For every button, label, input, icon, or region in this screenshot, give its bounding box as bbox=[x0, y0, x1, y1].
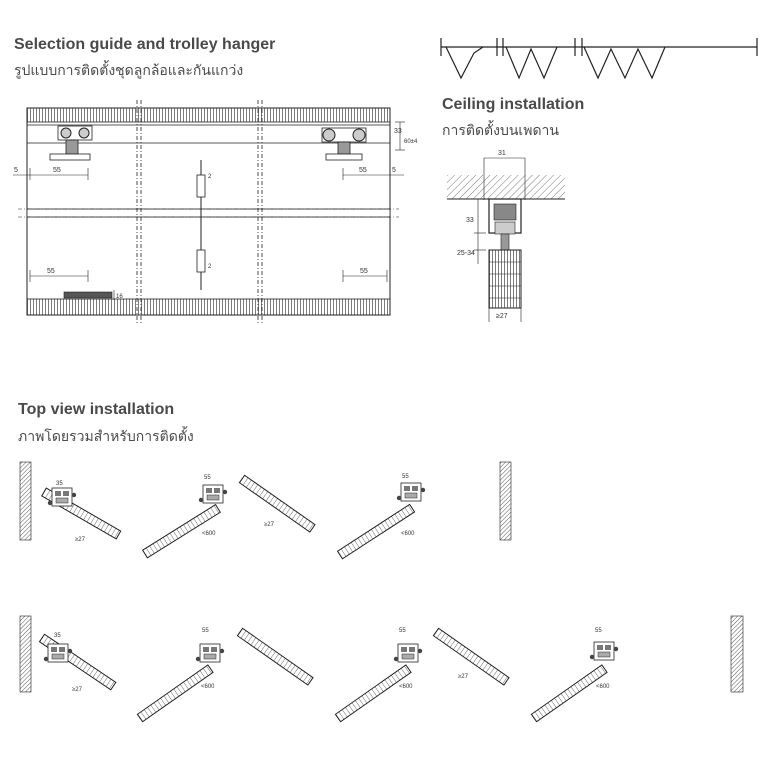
plan-dim-55-row1-a: 55 bbox=[204, 475, 211, 481]
plan-dim-35-row2: 35 bbox=[54, 633, 61, 639]
ceiling-dim-27: ≥27 bbox=[496, 313, 508, 320]
plan-dim-27-row2-b: ≥27 bbox=[458, 674, 469, 680]
ceiling-dim-25-34: 25-34 bbox=[457, 250, 475, 257]
plan-dim-27-row1-a: ≥27 bbox=[75, 537, 86, 543]
top-view-row-2: 35 55 55 55 ≥27 ≥27 <600 <600 <600 bbox=[19, 615, 744, 723]
plan-dim-55-row2-b: 55 bbox=[399, 628, 406, 634]
plan-dim-27-row2-a: ≥27 bbox=[72, 687, 83, 693]
dim-55-bottom-right: 55 bbox=[360, 268, 368, 275]
dim-33: 33 bbox=[394, 128, 402, 135]
trolley-hanger-right bbox=[321, 127, 367, 161]
ceiling-dim-31: 31 bbox=[498, 150, 506, 157]
ceiling-installation-title: Ceiling installation bbox=[442, 96, 585, 113]
top-view-title: Top view installation bbox=[18, 401, 175, 418]
ceiling-dim-33: 33 bbox=[466, 217, 474, 224]
ceiling-installation-subtitle: การติดตั้งบนเพดาน bbox=[442, 123, 559, 139]
dim-5-left: 5 bbox=[14, 167, 18, 174]
dim-55-top-right: 55 bbox=[359, 167, 367, 174]
plan-dim-600-row1-b: <600 bbox=[401, 531, 415, 537]
door-elevation-diagram: 5 55 55 5 33 60±4 2 2 55 55 16 bbox=[13, 100, 418, 325]
trolley-hanger-left bbox=[49, 125, 93, 161]
dim-2-top: 2 bbox=[208, 174, 212, 180]
plan-dim-600-row2-a: <600 bbox=[201, 684, 215, 690]
top-view-row-1: 35 55 55 ≥27 ≥27 <600 <600 bbox=[19, 461, 512, 560]
plan-dim-55-row1-b: 55 bbox=[402, 474, 409, 480]
plan-dim-600-row2-b: <600 bbox=[399, 684, 413, 690]
selection-guide-subtitle: รูปแบบการติดตั้งชุดลูกล้อและกันแกว่ง bbox=[14, 63, 244, 79]
dim-2-bottom: 2 bbox=[208, 264, 212, 270]
dim-60: 60±4 bbox=[404, 139, 418, 145]
zigzag-pattern-diagram bbox=[440, 38, 758, 80]
dim-55-bottom-left: 55 bbox=[47, 268, 55, 275]
selection-guide-title: Selection guide and trolley hanger bbox=[14, 36, 276, 53]
plan-dim-55-row2-c: 55 bbox=[595, 628, 602, 634]
dim-5-right: 5 bbox=[392, 167, 396, 174]
plan-dim-600-row1-a: <600 bbox=[202, 531, 216, 537]
plan-dim-27-row1-b: ≥27 bbox=[264, 522, 275, 528]
dim-16: 16 bbox=[116, 294, 123, 300]
plan-dim-55-row2-a: 55 bbox=[202, 628, 209, 634]
plan-dim-600-row2-c: <600 bbox=[596, 684, 610, 690]
plan-dim-35-row1: 35 bbox=[56, 481, 63, 487]
top-view-subtitle: ภาพโดยรวมสำหรับการติดตั้ง bbox=[18, 429, 194, 445]
dim-55-top-left: 55 bbox=[53, 167, 61, 174]
ceiling-section-diagram: 31 33 25-34 ≥27 bbox=[447, 150, 565, 322]
